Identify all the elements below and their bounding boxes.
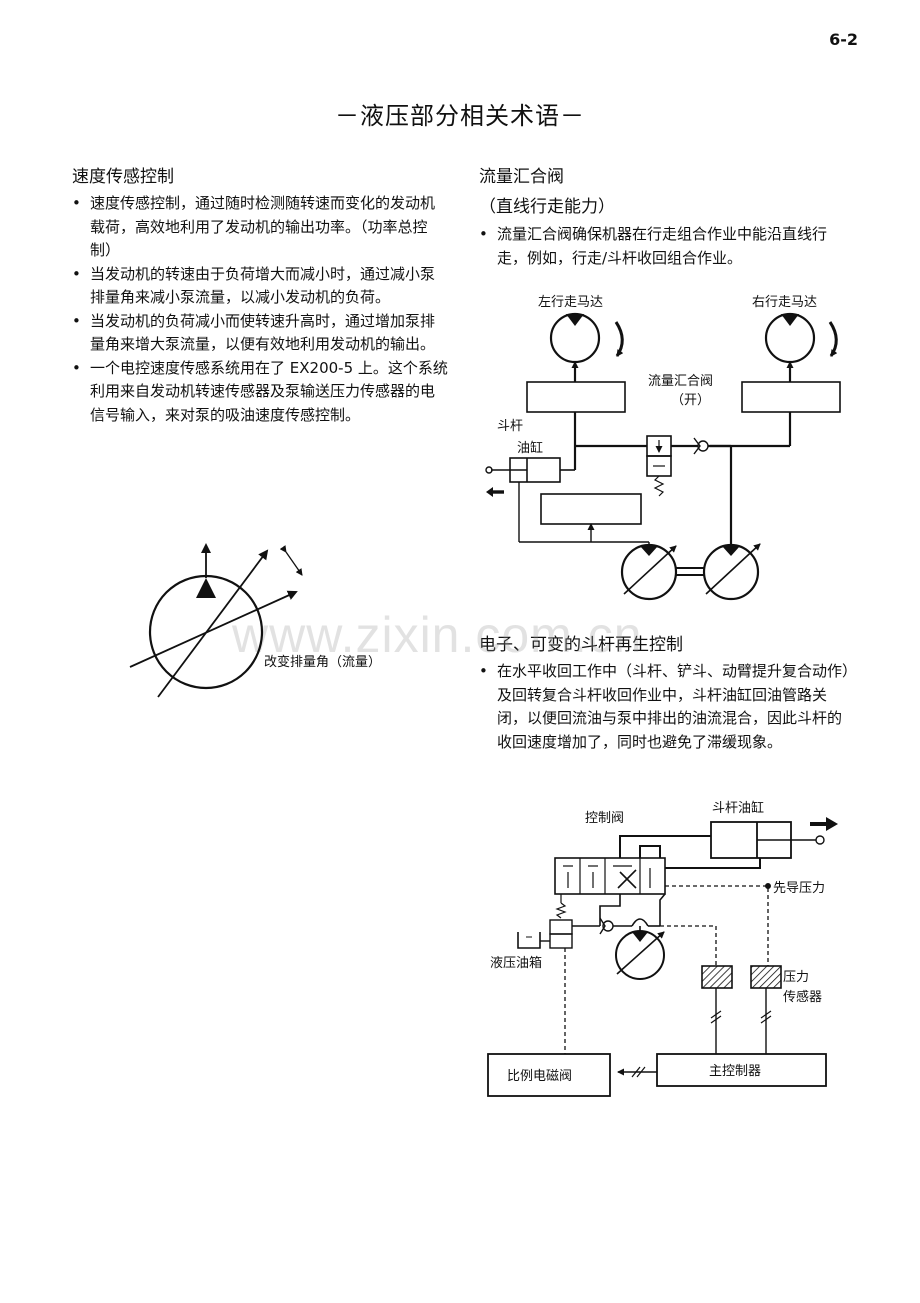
controller-box [656, 1053, 827, 1087]
pressure-sensor-2 [750, 965, 782, 989]
control-valve-label: 控制阀 [585, 811, 624, 826]
arm-cylinder-label-2: 油缸 [517, 440, 543, 456]
page-title: －液压部分相关术语－ [335, 102, 585, 130]
right-travel-valve [741, 381, 841, 413]
pressure-sensor-1 [701, 965, 733, 989]
section-subtitle-straight-travel: （直线行走能力） [479, 197, 615, 217]
flow-combiner-diagram: 左行走马达 右行走马达 流量汇合阀 （开） 斗杆 油缸 [485, 295, 841, 601]
section-title-flow-combiner: 流量汇合阀 [479, 167, 564, 187]
angle-arrow-1 [129, 590, 298, 668]
arm-regeneration-bullets: 在水平收回工作中（斗杆、铲斗、动臂提升复合动作）及回转复合斗杆收回作业中，斗杆油… [479, 660, 851, 754]
pilot-pressure-label: 先导压力 [773, 881, 825, 896]
right-travel-motor-label: 右行走马达 [752, 295, 817, 310]
control-valve [554, 857, 666, 895]
page-number: 6-2 [829, 30, 858, 49]
bullet-item: 流量汇合阀确保机器在行走组合作业中能沿直线行走，例如，行走/斗杆收回组合作业。 [479, 223, 851, 270]
bullet-item: 当发动机的转速由于负荷增大而减小时，通过减小泵排量角来减小泵流量，以减小发动机的… [72, 263, 448, 310]
arm-cylinder-label: 斗杆油缸 [712, 800, 764, 816]
section-title-speed-sensing: 速度传感控制 [72, 167, 174, 187]
sensor-label-1: 压力 [783, 970, 809, 985]
left-travel-motor-label: 左行走马达 [538, 295, 603, 310]
arm-regeneration-diagram: 控制阀 斗杆油缸 先导压力 [487, 800, 838, 1097]
bullet-item: 一个电控速度传感系统用在了 EX200-5 上。这个系统利用来自发动机转速传感器… [72, 357, 448, 428]
sensor-label-2: 传感器 [783, 989, 822, 1005]
controller-label: 主控制器 [709, 1064, 761, 1079]
tank-label: 液压油箱 [490, 955, 542, 971]
flow-combiner-bullets: 流量汇合阀确保机器在行走组合作业中能沿直线行走，例如，行走/斗杆收回组合作业。 [479, 223, 851, 270]
arm-cylinder-label-1: 斗杆 [497, 419, 523, 434]
bullet-item: 当发动机的负荷减小而使转速升高时，通过增加泵排量角来增大泵流量，以便有效地利用发… [72, 310, 448, 357]
section-title-arm-regeneration: 电子、可变的斗杆再生控制 [479, 635, 683, 655]
left-travel-valve [526, 381, 626, 413]
bullet-item: 速度传感控制，通过随时检测随转速而变化的发动机载荷，高效地利用了发动机的输出功率… [72, 192, 448, 263]
speed-sensing-bullets: 速度传感控制，通过随时检测随转速而变化的发动机载荷，高效地利用了发动机的输出功率… [72, 192, 448, 427]
watermark: www.zixin.com.cn [232, 607, 643, 663]
bullet-item: 在水平收回工作中（斗杆、铲斗、动臂提升复合动作）及回转复合斗杆收回作业中，斗杆油… [479, 660, 851, 754]
solenoid-label: 比例电磁阀 [507, 1069, 572, 1084]
adjust-arrow [279, 545, 303, 576]
pump-triangle [196, 578, 216, 598]
angle-arrow-2 [157, 549, 269, 698]
arm-valve [540, 493, 642, 525]
flow-combiner-label: 流量汇合阀 [648, 374, 713, 389]
solenoid-box [487, 1053, 611, 1097]
flow-combiner-state: （开） [671, 393, 710, 408]
pump-displacement-diagram: 改变排量角（流量） [129, 543, 381, 698]
displacement-label: 改变排量角（流量） [264, 654, 381, 670]
